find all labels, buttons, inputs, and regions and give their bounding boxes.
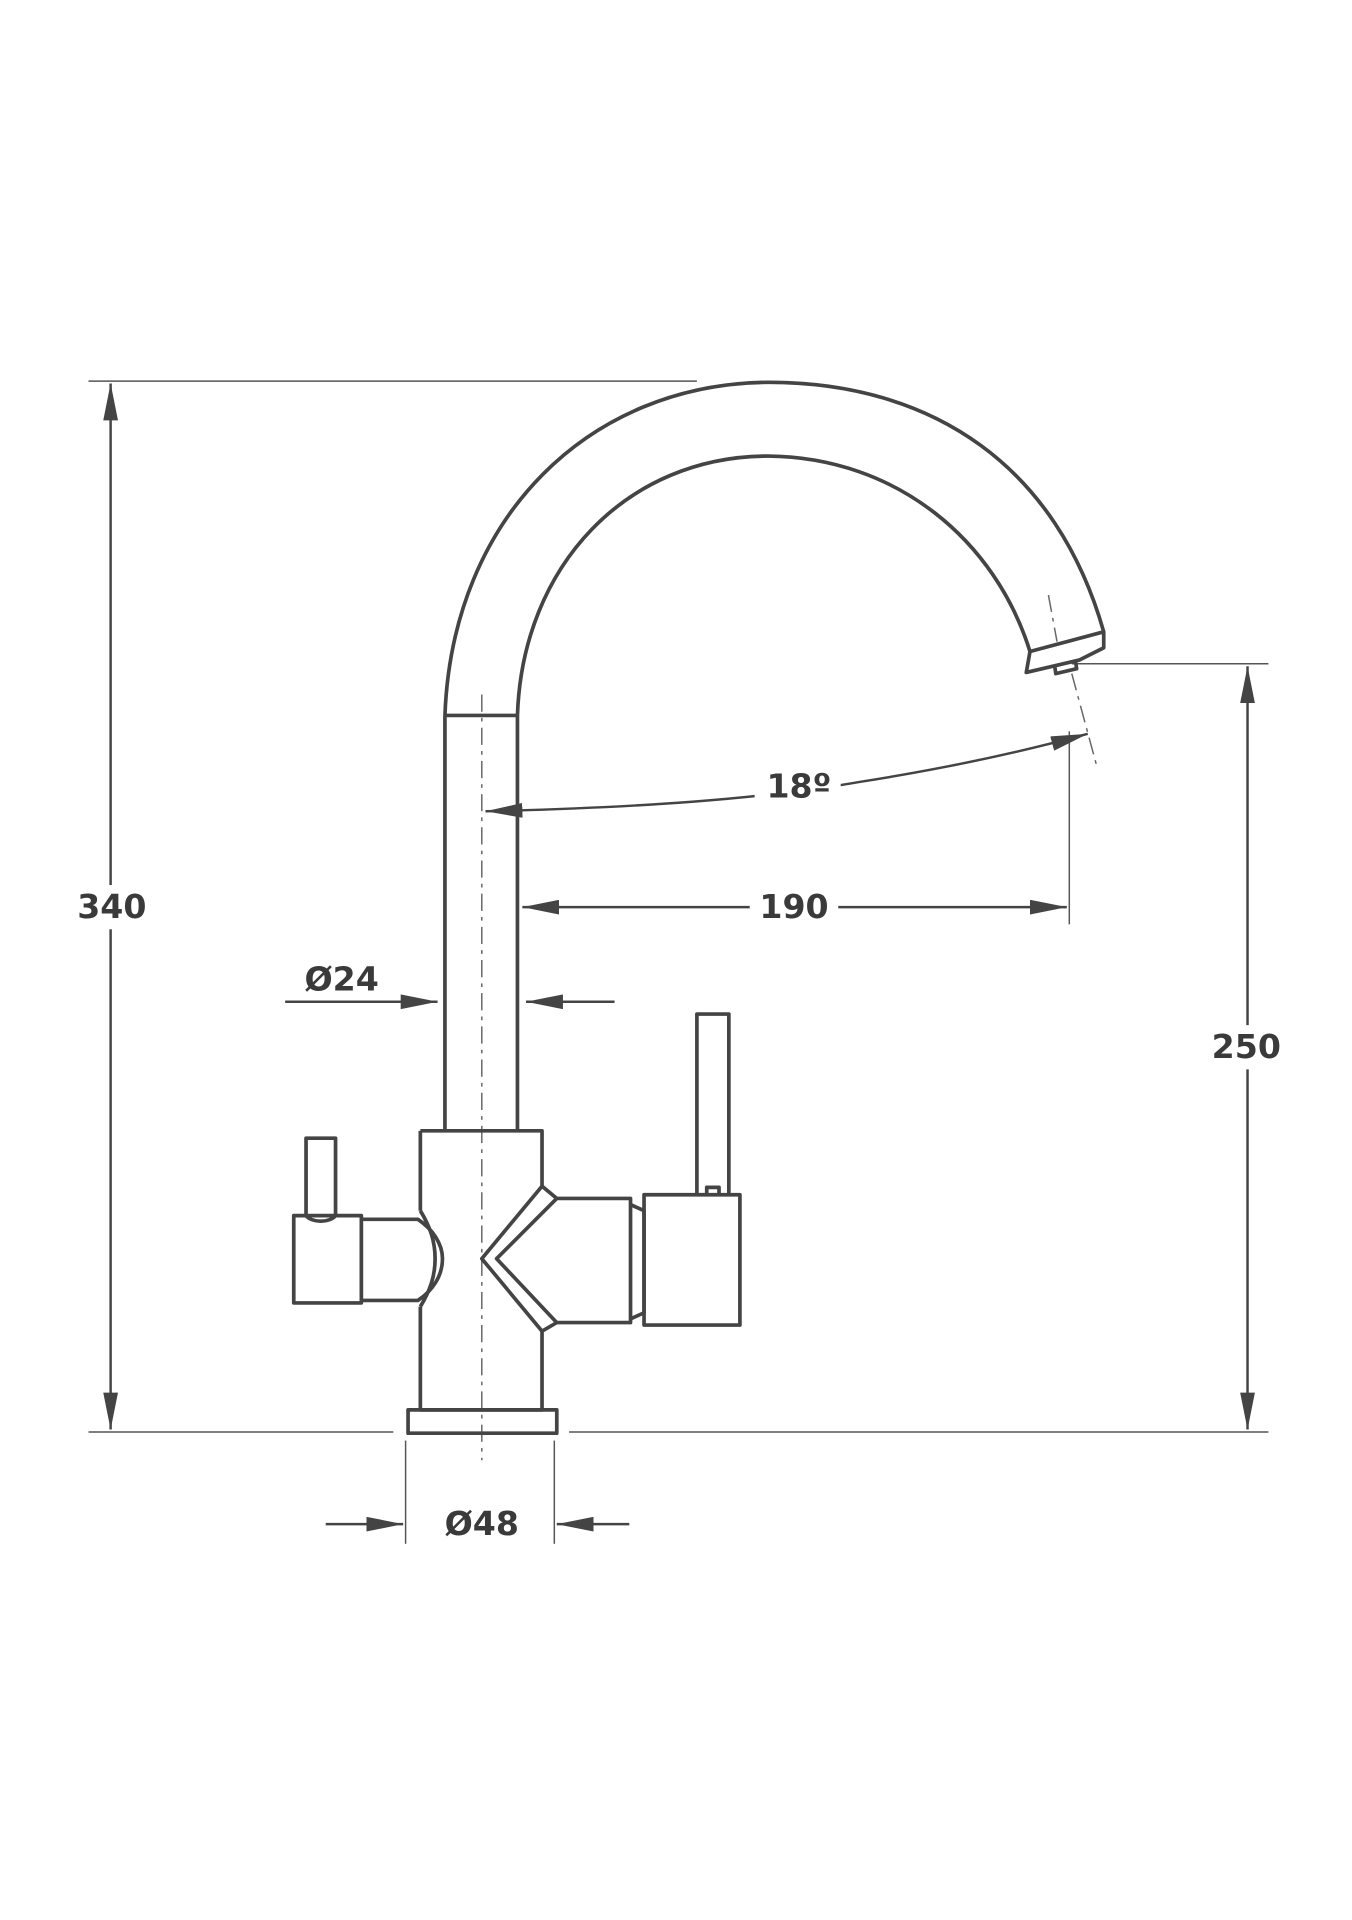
dimension-spout-height: 250 [1206, 666, 1289, 1430]
dimension-label-190: 190 [759, 887, 828, 926]
right-handle-body [642, 1192, 742, 1327]
dimension-label-250: 250 [1212, 1027, 1281, 1066]
dimension-label-18deg: 18º [766, 766, 831, 805]
spout [443, 380, 1106, 716]
dimension-spout-reach: 190 [522, 885, 1067, 930]
dimension-pipe-diameter: Ø24 [285, 959, 615, 1010]
right-cone [479, 1184, 559, 1334]
extension-lines [88, 380, 1269, 1544]
dimension-label-d24: Ø24 [304, 959, 378, 998]
left-handle-body [291, 1213, 364, 1305]
dimension-swivel-angle: 18º [485, 732, 1089, 818]
dimension-base-diameter: Ø48 [325, 1504, 630, 1543]
dimension-total-height: 340 [71, 383, 153, 1430]
dimension-label-d48: Ø48 [445, 1504, 519, 1543]
base-plate [406, 1408, 559, 1436]
right-lever [695, 1012, 731, 1195]
left-lever [304, 1136, 338, 1224]
dimension-label-340: 340 [77, 887, 146, 926]
